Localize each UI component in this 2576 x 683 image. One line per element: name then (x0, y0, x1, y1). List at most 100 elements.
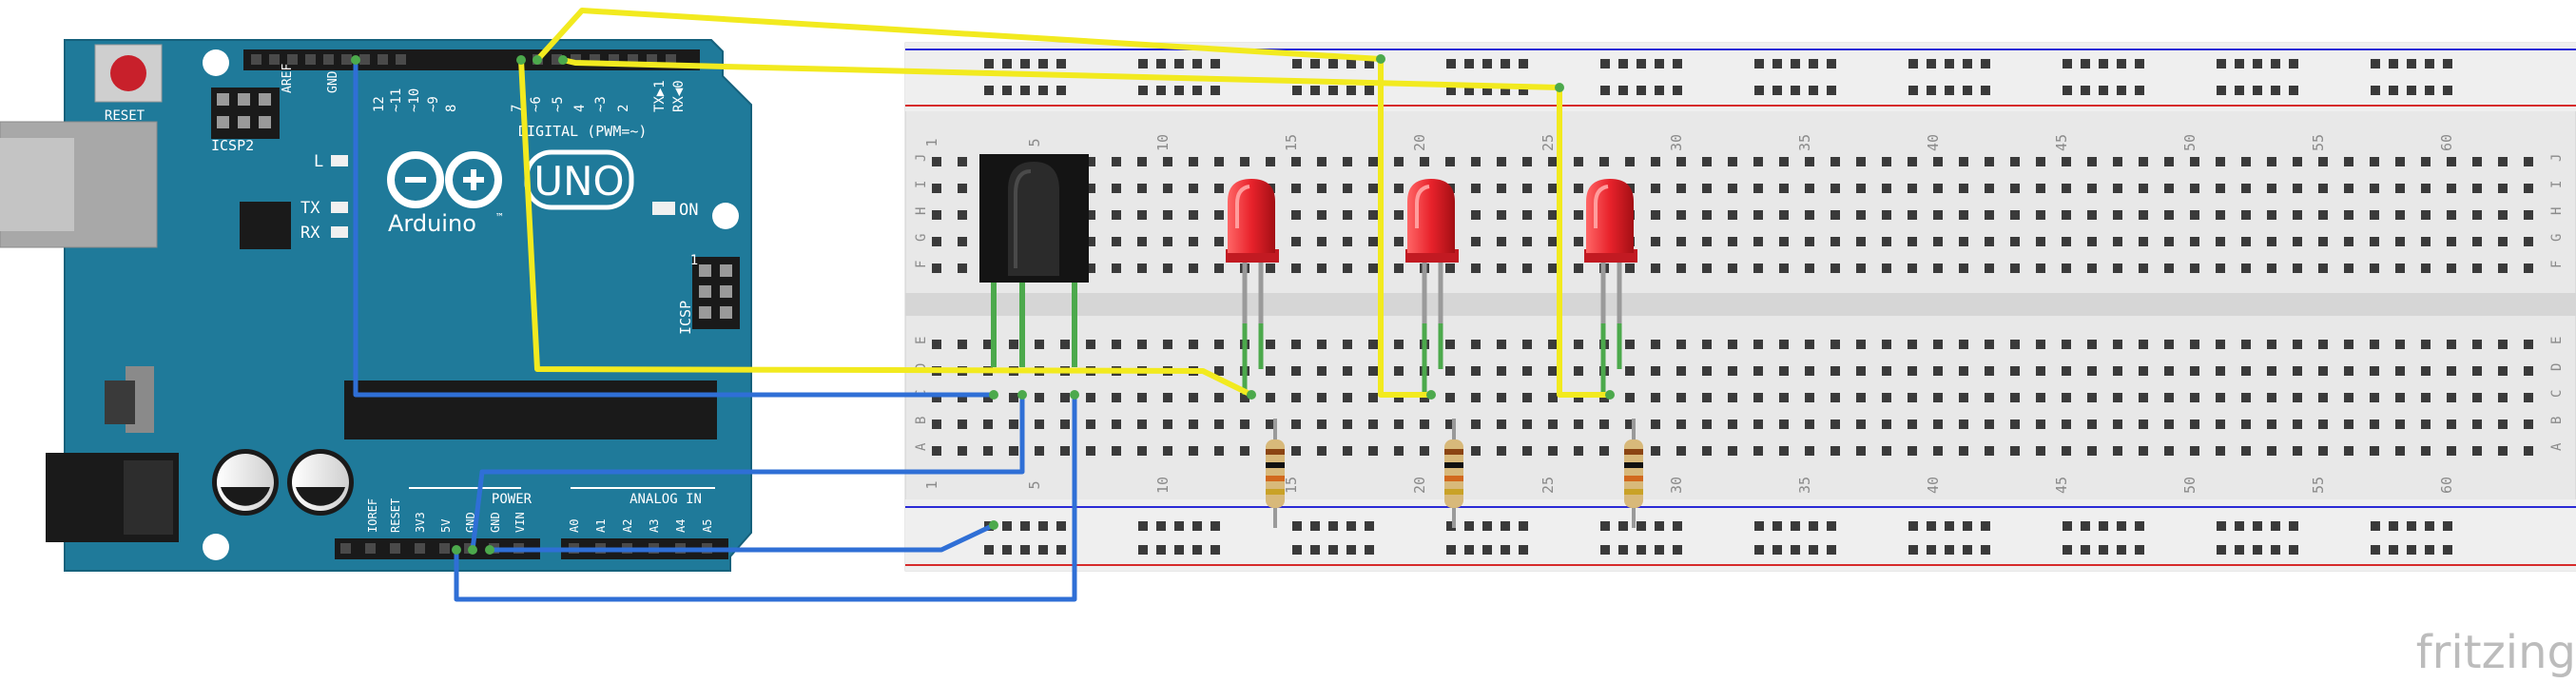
breadboard-hole (1445, 157, 1455, 166)
rail-hole (1310, 59, 1320, 68)
breadboard-hole (2216, 263, 2225, 273)
breadboard-hole (1805, 263, 1814, 273)
blue-wire-gnd[interactable] (353, 60, 994, 398)
row-letter: A (2549, 442, 2565, 451)
breadboard-hole (2447, 446, 2456, 456)
rail-hole (1600, 545, 1610, 555)
wire-endpoint (452, 545, 461, 555)
breadboard-hole (1908, 157, 1917, 166)
breadboard-hole (2498, 237, 2508, 246)
breadboard-hole (932, 157, 941, 166)
breadboard-hole (1574, 366, 1583, 376)
analog-pin-label: A0 (568, 519, 581, 533)
column-number: 10 (1154, 477, 1172, 494)
breadboard-hole (2447, 184, 2456, 193)
row-letter: H (2549, 207, 2565, 215)
breadboard-hole (1060, 393, 1070, 402)
yellow-wire-pin7[interactable] (518, 59, 1253, 398)
breadboard-hole (1343, 237, 1352, 246)
blue-wire-5v[interactable] (454, 395, 1077, 602)
rail-hole (1482, 521, 1492, 531)
breadboard-hole (1291, 157, 1301, 166)
resistor (1624, 419, 1643, 528)
header-pin (341, 54, 352, 65)
led-highlight (1594, 185, 1609, 228)
breadboard-hole (2164, 446, 2174, 456)
digital-pin-label: 7 (510, 105, 525, 112)
icsp-pin (720, 306, 732, 319)
rail-hole (2407, 59, 2416, 68)
breadboard-hole (1805, 366, 1814, 376)
rail-hole (1927, 59, 1936, 68)
atmega328-chip (344, 381, 717, 439)
power-pin-label: RESET (389, 498, 402, 533)
digital-pin-label: 4 (572, 105, 588, 112)
breadboard-hole (1522, 446, 1532, 456)
column-number: 50 (2181, 134, 2198, 151)
resistor-band (1266, 449, 1285, 455)
breadboard-hole (983, 340, 993, 349)
breadboard-hole (1394, 157, 1404, 166)
model-label: UNO (533, 158, 624, 205)
breadboard-hole (2524, 184, 2533, 193)
breadboard-hole (1753, 263, 1763, 273)
power-label: POWER (492, 492, 533, 507)
breadboard-hole (1522, 157, 1532, 166)
breadboard-hole (1728, 210, 1737, 220)
tm-mark: ™ (496, 211, 503, 224)
breadboard-hole (1086, 184, 1095, 193)
breadboard-hole (1189, 184, 1198, 193)
breadboard-hole (1291, 420, 1301, 429)
breadboard-hole (2395, 263, 2405, 273)
rail-hole (2253, 545, 2262, 555)
breadboard-hole (2395, 446, 2405, 456)
digital-pin-label: ~10 (407, 88, 422, 112)
breadboard-hole (1933, 237, 1943, 246)
reset-button-cap[interactable] (110, 55, 146, 91)
breadboard-hole (932, 263, 941, 273)
dc-power-jack-face (124, 460, 173, 535)
breadboard-hole (2113, 366, 2122, 376)
rail-hole (1038, 59, 1048, 68)
breadboard-hole (1830, 157, 1840, 166)
breadboard-hole (1497, 184, 1506, 193)
resistor-band (1624, 462, 1643, 468)
rail-hole (1192, 59, 1202, 68)
rail-hole (1365, 86, 1374, 95)
analog-pin-label: A5 (701, 519, 714, 533)
blue-wire-rail[interactable] (490, 522, 996, 553)
row-letter: D (2549, 363, 2565, 371)
breadboard-hole (1317, 184, 1327, 193)
breadboard-hole (2395, 184, 2405, 193)
breadboard-hole (1522, 184, 1532, 193)
power-pin-label: 3V3 (414, 512, 427, 533)
breadboard-hole (958, 210, 967, 220)
row-letter: I (2549, 181, 2565, 188)
breadboard-hole (2472, 393, 2482, 402)
breadboard-hole (1266, 420, 1275, 429)
rail-hole (2389, 86, 2398, 95)
breadboard-hole (2318, 184, 2328, 193)
rail-hole (2117, 545, 2126, 555)
breadboard-hole (983, 393, 993, 402)
breadboard-hole (1189, 446, 1198, 456)
tx-led (331, 202, 348, 213)
rail-hole (1020, 86, 1030, 95)
breadboard-hole (2267, 263, 2276, 273)
breadboard-hole (1548, 237, 1558, 246)
rail-hole (2081, 86, 2090, 95)
breadboard-hole (1985, 237, 1994, 246)
breadboard-hole (2113, 340, 2122, 349)
breadboard-hole (1908, 420, 1917, 429)
rail-hole (2407, 86, 2416, 95)
icsp-pin (720, 285, 732, 298)
breadboard-hole (1291, 237, 1301, 246)
wire-endpoint (533, 55, 542, 65)
resistor-band (1444, 462, 1463, 468)
breadboard-hole (1779, 366, 1789, 376)
blue-wire-gnd2[interactable] (470, 395, 1025, 551)
breadboard-hole (958, 237, 967, 246)
rail-hole (1056, 545, 1066, 555)
breadboard-hole (2370, 420, 2379, 429)
rail-hole (2271, 545, 2280, 555)
